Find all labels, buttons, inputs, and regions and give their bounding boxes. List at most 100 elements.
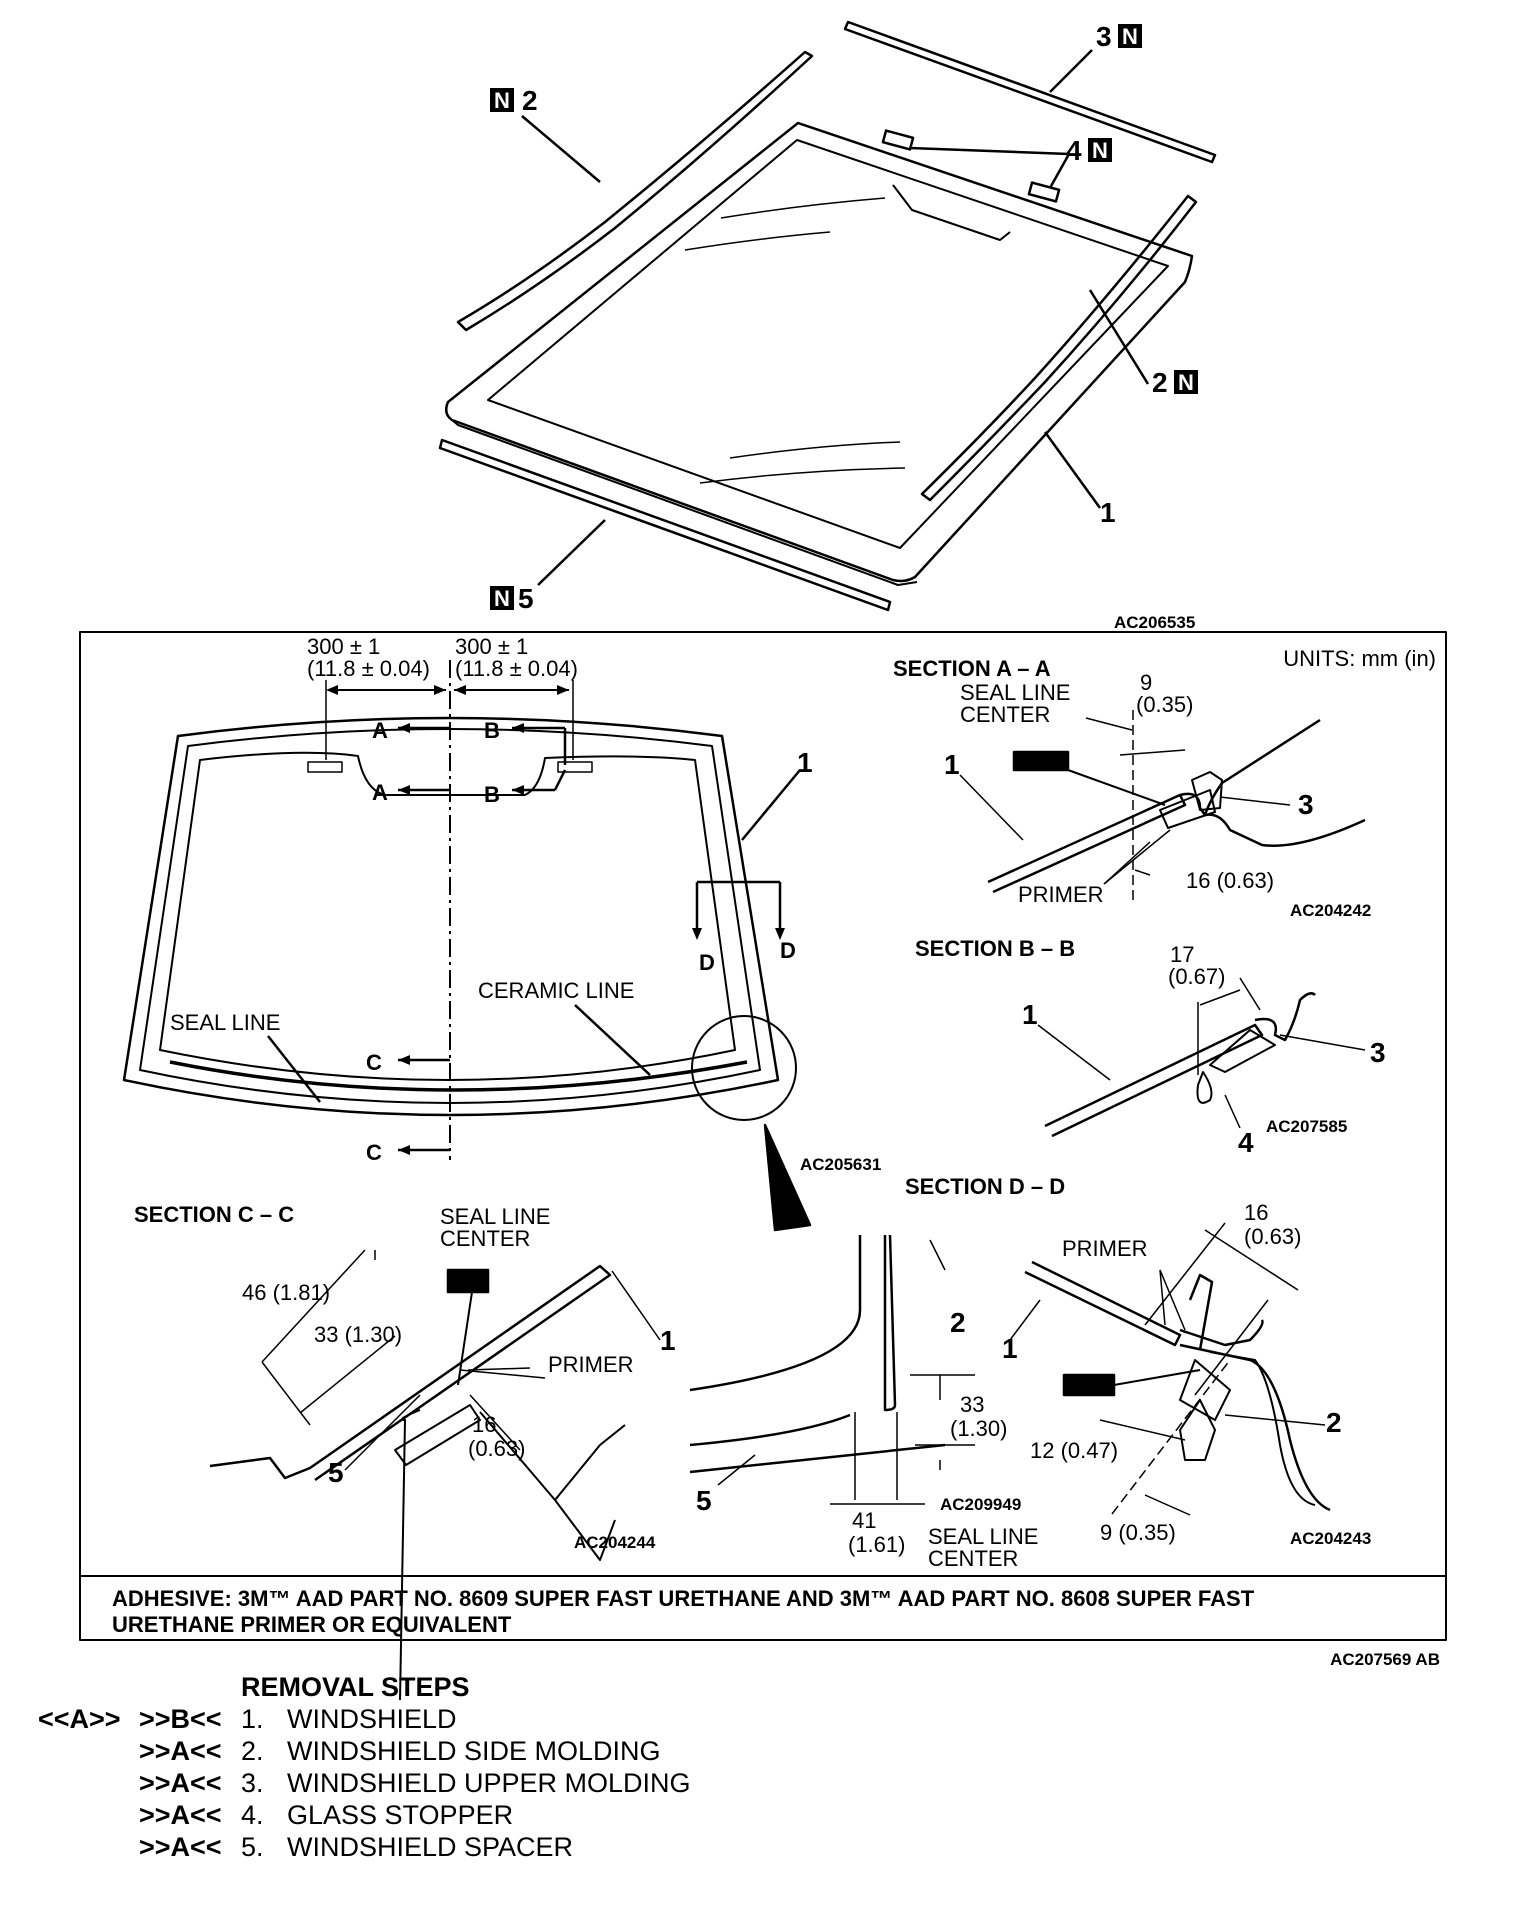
ceramic-line-label: CERAMIC LINE bbox=[478, 978, 634, 1003]
svg-text:A: A bbox=[372, 718, 388, 743]
detail-frame bbox=[79, 631, 1447, 1641]
svg-text:SECTION D – D: SECTION D – D bbox=[905, 1174, 1065, 1199]
svg-text:SEAL LINE: SEAL LINE bbox=[440, 1204, 550, 1229]
svg-text:SECTION B – B: SECTION B – B bbox=[915, 936, 1075, 961]
svg-text:D: D bbox=[699, 950, 715, 975]
side-molding-left bbox=[456, 50, 814, 332]
ceramic-boundary bbox=[487, 139, 1169, 549]
svg-text:(1.30): (1.30) bbox=[950, 1416, 1007, 1441]
svg-text:16 (0.63): 16 (0.63) bbox=[1186, 868, 1274, 893]
svg-text:33 (1.30): 33 (1.30) bbox=[314, 1322, 402, 1347]
callout-3: 3 bbox=[1096, 21, 1112, 52]
new-part-icon bbox=[1174, 370, 1198, 394]
svg-text:B: B bbox=[484, 782, 500, 807]
section-bb-labels: SECTION B – B 17 (0.67) 1 3 4 AC207585 bbox=[915, 936, 1386, 1158]
new-part-icon bbox=[490, 586, 514, 610]
svg-text:N: N bbox=[1092, 138, 1108, 163]
svg-text:ADHESIVE: 3M™ AAD PART NO. 860: ADHESIVE: 3M™ AAD PART NO. 8609 SUPER FA… bbox=[112, 1586, 1255, 1611]
svg-text:A: A bbox=[372, 780, 388, 805]
svg-text:46 (1.81): 46 (1.81) bbox=[242, 1280, 330, 1305]
svg-text:(11.8 ± 0.04): (11.8 ± 0.04) bbox=[307, 656, 430, 681]
upper-molding bbox=[843, 20, 1217, 164]
glass-stopper-2 bbox=[1027, 181, 1061, 203]
units-label: UNITS: mm (in) bbox=[1283, 646, 1436, 671]
new-part-mark: N bbox=[1122, 24, 1138, 49]
section-dd bbox=[1009, 1222, 1331, 1516]
corner-detail-labels: 33 (1.30) 41 (1.61) 2 5 AC209949 bbox=[696, 1307, 1021, 1557]
svg-text:PRIMER: PRIMER bbox=[1018, 882, 1104, 907]
svg-text:33: 33 bbox=[960, 1392, 984, 1417]
section-aa-labels: SECTION A – A SEAL LINE CENTER 9 (0.35) … bbox=[893, 656, 1371, 920]
svg-text:PRIMER: PRIMER bbox=[1062, 1236, 1148, 1261]
svg-text:B: B bbox=[484, 718, 500, 743]
svg-text:(0.35): (0.35) bbox=[1136, 692, 1193, 717]
svg-text:AC204242: AC204242 bbox=[1290, 901, 1371, 920]
new-part-icon bbox=[490, 88, 514, 112]
svg-text:C: C bbox=[366, 1050, 382, 1075]
svg-text:SECTION A – A: SECTION A – A bbox=[893, 656, 1051, 681]
svg-text:D: D bbox=[780, 938, 796, 963]
svg-text:16: 16 bbox=[1244, 1200, 1268, 1225]
svg-text:4: 4 bbox=[1238, 1127, 1254, 1158]
svg-text:41: 41 bbox=[852, 1508, 876, 1533]
section-dd-labels: SECTION D – D PRIMER 16 (0.63) 12 (0.47)… bbox=[905, 1174, 1371, 1571]
adhesive-note: ADHESIVE: 3M™ AAD PART NO. 8609 SUPER FA… bbox=[112, 1586, 1255, 1637]
svg-text:16: 16 bbox=[472, 1412, 496, 1437]
svg-text:URETHANE PRIMER OR EQUIVALENT: URETHANE PRIMER OR EQUIVALENT bbox=[112, 1612, 512, 1637]
front-view bbox=[122, 660, 812, 1232]
removal-steps-title: REMOVAL STEPS bbox=[241, 1672, 470, 1702]
list-item: >>A<< 5. WINDSHIELD SPACER bbox=[139, 1832, 574, 1862]
section-cc bbox=[209, 1249, 661, 1701]
side-molding-right bbox=[920, 194, 1198, 502]
seal-line-label: SEAL LINE bbox=[170, 1010, 280, 1035]
list-item: >>A<< 2. WINDSHIELD SIDE MOLDING bbox=[139, 1736, 661, 1766]
svg-text:1: 1 bbox=[660, 1325, 676, 1356]
windshield-spacer bbox=[438, 438, 892, 612]
svg-text:(11.8 ± 0.04): (11.8 ± 0.04) bbox=[455, 656, 578, 681]
glass-stopper-1 bbox=[881, 129, 915, 151]
svg-text:2: 2 bbox=[1326, 1407, 1342, 1438]
svg-text:2: 2 bbox=[950, 1307, 966, 1338]
svg-text:SEAL LINE: SEAL LINE bbox=[960, 680, 1070, 705]
new-part-icon bbox=[1088, 138, 1112, 162]
svg-text:C: C bbox=[366, 1140, 382, 1165]
svg-text:CENTER: CENTER bbox=[440, 1226, 530, 1251]
callout-2-left: 2 bbox=[522, 85, 538, 116]
exploded-view bbox=[438, 20, 1217, 612]
svg-text:17: 17 bbox=[1170, 942, 1194, 967]
windshield-glass bbox=[444, 121, 1194, 583]
front-view-labels: UNITS: mm (in) 300 ± 1 (11.8 ± 0.04) 300… bbox=[170, 634, 1436, 1174]
sensor-area bbox=[892, 184, 1011, 241]
list-item: <<A>> >>B<< 1. WINDSHIELD bbox=[38, 1704, 457, 1734]
svg-text:SECTION C – C: SECTION C – C bbox=[134, 1202, 294, 1227]
section-aa bbox=[959, 710, 1366, 900]
exploded-callouts: 3 N N 2 4 N 2 N 1 N 5 AC206535 bbox=[490, 21, 1198, 632]
svg-text:(0.67): (0.67) bbox=[1168, 964, 1225, 989]
svg-text:9 (0.35): 9 (0.35) bbox=[1100, 1520, 1176, 1545]
svg-text:(0.63): (0.63) bbox=[468, 1436, 525, 1461]
svg-text:3: 3 bbox=[1370, 1037, 1386, 1068]
svg-text:(1.61): (1.61) bbox=[848, 1532, 905, 1557]
callout-4: 4 bbox=[1066, 135, 1082, 166]
list-item: >>A<< 3. WINDSHIELD UPPER MOLDING bbox=[139, 1768, 691, 1798]
svg-text:N: N bbox=[494, 88, 510, 113]
callout-2-right: 2 bbox=[1152, 367, 1168, 398]
corner-detail bbox=[689, 1234, 975, 1505]
svg-text:3: 3 bbox=[1298, 789, 1314, 820]
svg-text:(0.63): (0.63) bbox=[1244, 1224, 1301, 1249]
svg-text:SEAL LINE: SEAL LINE bbox=[928, 1524, 1038, 1549]
callout-5: 5 bbox=[518, 583, 534, 614]
svg-text:PRIMER: PRIMER bbox=[548, 1352, 634, 1377]
svg-text:12 (0.47): 12 (0.47) bbox=[1030, 1438, 1118, 1463]
svg-text:N: N bbox=[494, 586, 510, 611]
section-cc-labels: SECTION C – C SEAL LINE CENTER 46 (1.81)… bbox=[134, 1202, 676, 1552]
svg-text:AC204243: AC204243 bbox=[1290, 1529, 1371, 1548]
svg-text:AC209949: AC209949 bbox=[940, 1495, 1021, 1514]
svg-text:1: 1 bbox=[797, 747, 813, 778]
list-item: >>A<< 4. GLASS STOPPER bbox=[139, 1800, 514, 1830]
svg-text:AC205631: AC205631 bbox=[800, 1155, 881, 1174]
section-bb bbox=[1037, 977, 1366, 1138]
svg-text:CENTER: CENTER bbox=[960, 702, 1050, 727]
svg-text:300 ± 1: 300 ± 1 bbox=[455, 634, 528, 659]
